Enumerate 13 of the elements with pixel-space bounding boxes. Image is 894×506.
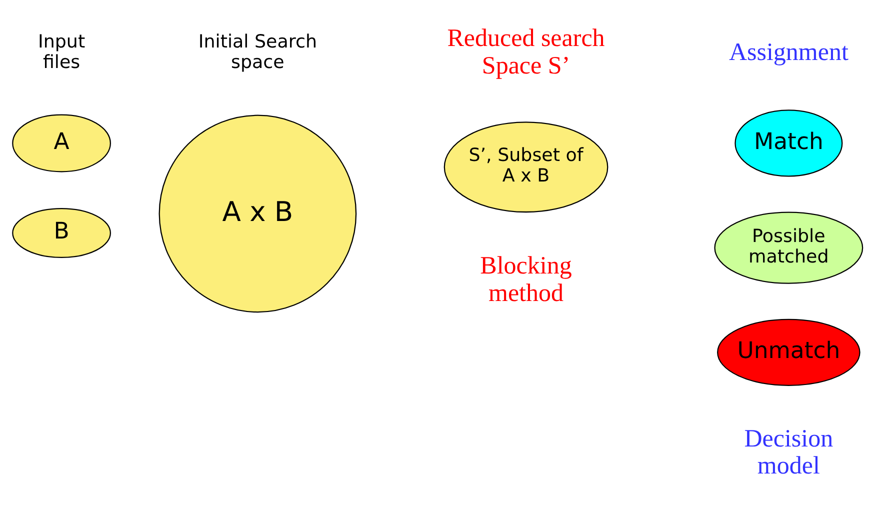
node-ellipse: B	[12, 208, 111, 258]
label: Reduced search Space S’	[447, 24, 605, 79]
node-ellipse: Possible matched	[714, 211, 864, 284]
label: Blocking method	[480, 252, 572, 306]
label: Input files	[38, 30, 86, 72]
node-ellipse: Match	[734, 109, 843, 176]
label: Initial Search space	[198, 30, 317, 72]
node-ellipse: Unmatch	[717, 318, 860, 386]
label: Decision model	[744, 424, 834, 480]
node-ellipse: S’, Subset of A x B	[444, 121, 608, 212]
node-ellipse: A	[12, 114, 111, 172]
label: Assignment	[728, 38, 848, 66]
node-circle: A x B	[158, 114, 357, 312]
